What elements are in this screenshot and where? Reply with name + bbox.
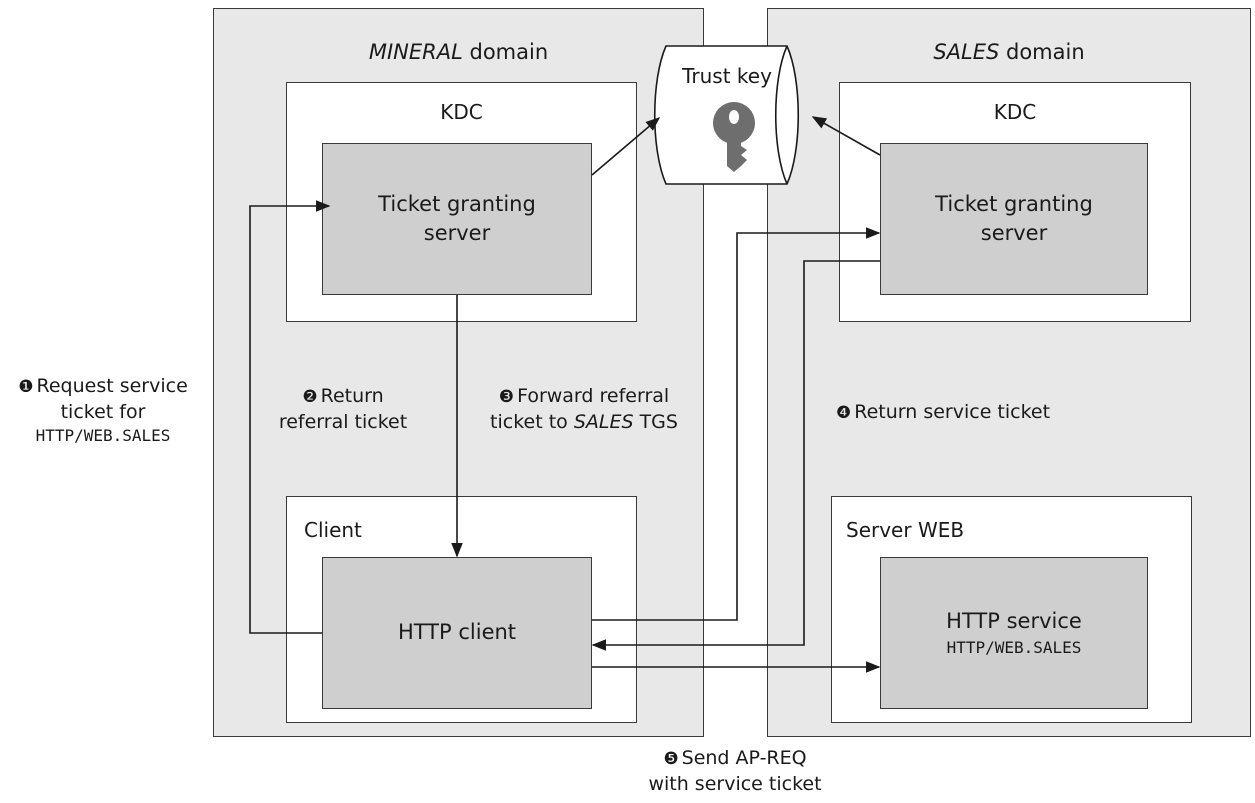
step-4-line1: Return service ticket xyxy=(854,401,1051,423)
step-1-line1: Request service xyxy=(36,375,188,397)
mineral-domain-name: MINERAL xyxy=(368,40,463,64)
mineral-tgs: Ticket granting server xyxy=(322,143,592,295)
arrow-step-1 xyxy=(249,200,331,634)
step-3-line2-post: TGS xyxy=(633,410,678,433)
step-3-line1: Forward referral xyxy=(517,385,670,407)
sales-domain-title: SALES domain xyxy=(767,40,1251,64)
step-1-number: ❶ xyxy=(18,377,34,397)
step-1-line3: HTTP/WEB.SALES xyxy=(35,426,171,446)
mineral-domain-title: MINERAL domain xyxy=(213,40,704,64)
server-web-title: Server WEB xyxy=(846,518,965,542)
step-3-line2-italic: SALES xyxy=(573,410,634,433)
step-2-number: ❷ xyxy=(302,387,318,407)
http-client: HTTP client xyxy=(322,557,592,709)
http-service-spn: HTTP/WEB.SALES xyxy=(946,637,1082,657)
step-5-line1: Send AP-REQ xyxy=(681,747,807,769)
arrow-step-4 xyxy=(591,260,880,651)
mineral-tgs-line2: server xyxy=(423,221,491,245)
client-title: Client xyxy=(304,518,362,542)
step-4-number: ❹ xyxy=(836,403,852,423)
trust-key-label: Trust key xyxy=(682,64,772,88)
step-3-line2-pre: ticket to xyxy=(490,410,574,433)
arrow-step-3 xyxy=(592,227,881,621)
sales-tgs-to-trust-key xyxy=(811,116,881,156)
step-3-number: ❸ xyxy=(498,387,515,407)
http-client-label: HTTP client xyxy=(397,620,517,645)
step-5-number: ❺ xyxy=(663,749,679,769)
mineral-kdc-title: KDC xyxy=(440,100,483,124)
sales-kdc-title: KDC xyxy=(993,100,1037,124)
sales-tgs-line2: server xyxy=(980,221,1048,245)
step-5-line2: with service ticket xyxy=(648,772,822,795)
mineral-tgs-line1: Ticket granting xyxy=(378,191,536,216)
step-2-line2: referral ticket xyxy=(278,410,408,433)
step-1-line2: ticket for xyxy=(60,400,146,423)
http-service-line1: HTTP service xyxy=(946,609,1082,634)
mineral-domain-suffix: domain xyxy=(462,40,549,64)
sales-domain-name: SALES xyxy=(933,40,1000,64)
step-2-line1: Return xyxy=(320,385,384,407)
mineral-tgs-to-trust-key xyxy=(591,117,661,176)
sales-domain-suffix: domain xyxy=(999,40,1085,64)
sales-tgs-line1: Ticket granting xyxy=(935,191,1093,216)
key-icon xyxy=(713,102,755,172)
sales-tgs: Ticket granting server xyxy=(880,143,1148,295)
